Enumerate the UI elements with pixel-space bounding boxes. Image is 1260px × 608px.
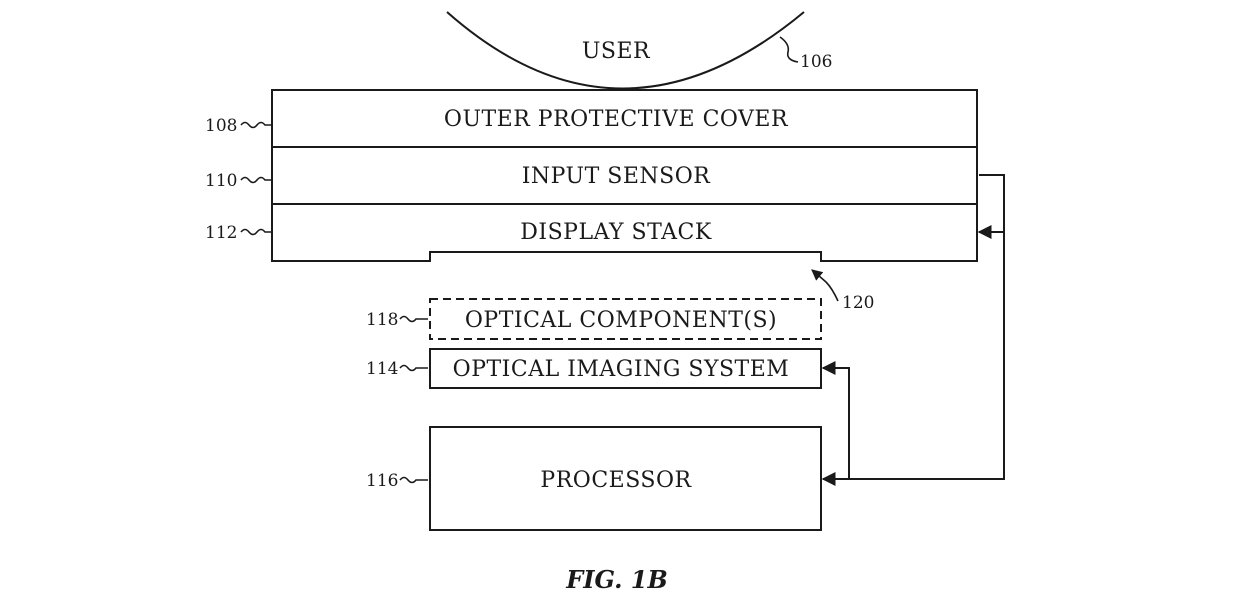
display-stack-label: DISPLAY STACK [520, 220, 712, 245]
figure-caption: FIG. 1B [565, 565, 668, 594]
optical-imaging-system-label: OPTICAL IMAGING SYSTEM [453, 357, 790, 382]
processor-label: PROCESSOR [540, 468, 692, 493]
ref-114: 114 [366, 359, 398, 379]
leader-112 [240, 228, 271, 236]
leader-118 [399, 315, 428, 323]
ref-112: 112 [205, 223, 237, 243]
ref-118: 118 [366, 310, 398, 330]
ref-106: 106 [800, 52, 832, 72]
outer-protective-cover-label: OUTER PROTECTIVE COVER [444, 107, 789, 132]
input-sensor-layer [271, 146, 978, 205]
processor-box [429, 426, 822, 531]
input-sensor-label: INPUT SENSOR [522, 164, 712, 189]
user-arc [446, 11, 805, 90]
optical-components-label: OPTICAL COMPONENT(S) [465, 308, 777, 333]
leader-108 [240, 121, 271, 129]
leader-120 [811, 269, 839, 302]
leader-114 [399, 364, 428, 372]
processor-to-display-connector [821, 174, 1005, 486]
leader-110 [240, 176, 271, 184]
leader-106 [779, 36, 799, 63]
ref-108: 108 [205, 116, 237, 136]
optical-components-box [429, 298, 822, 340]
ref-116: 116 [366, 471, 398, 491]
display-stack-layer [271, 203, 978, 262]
user-label: USER [582, 39, 651, 64]
leader-116 [399, 476, 428, 484]
optical-imaging-system-box [429, 348, 822, 389]
ref-110: 110 [205, 171, 237, 191]
processor-to-imaging-connector [821, 361, 850, 479]
ref-120: 120 [842, 293, 874, 313]
